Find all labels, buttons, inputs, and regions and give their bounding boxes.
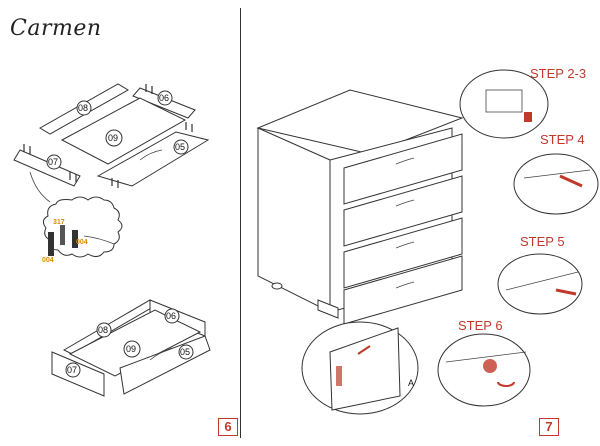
hardware-detail: 317 004 004: [29, 171, 123, 264]
label-circle-09: [105, 129, 123, 147]
chest-of-drawers: [256, 89, 464, 325]
step-4-detail: STEP 4: [513, 132, 599, 215]
label-05: 05: [175, 142, 185, 152]
step-6-detail: STEP 6: [437, 318, 531, 407]
detail-bubble: [42, 196, 123, 258]
brand-logo: Carmen: [10, 16, 102, 41]
label-circle-07-b: [65, 362, 81, 378]
label-07: 07: [48, 157, 58, 167]
wood-dowel-004: [48, 232, 54, 256]
step-5-detail: STEP 5: [497, 234, 583, 315]
label-06: 06: [159, 93, 169, 103]
page-number-6: 6: [218, 418, 238, 436]
label-circle-09-b: [123, 340, 141, 358]
panel-09: [60, 97, 187, 165]
hardware-317: 317: [53, 219, 65, 226]
step-4-circle: [513, 153, 599, 215]
drawer-4: [343, 255, 463, 325]
step-4-arrow: [559, 174, 583, 188]
label-circle-06-b: [164, 308, 180, 324]
step-4-label: STEP 4: [540, 132, 585, 147]
step-6-cam: [483, 359, 497, 373]
drawer-3: [343, 217, 463, 289]
detail-a: A: [301, 321, 419, 415]
panel-07: [13, 149, 81, 187]
label-circle-06: [157, 90, 173, 106]
chest-foot-left: [271, 282, 283, 290]
page-divider: [240, 8, 241, 438]
label-08-b: 08: [98, 325, 108, 335]
label-08: 08: [78, 103, 88, 113]
instruction-page-6: Carmen: [0, 0, 240, 446]
cam-bolt-317: [60, 225, 65, 245]
label-07-b: 07: [67, 365, 77, 375]
step-5-arrow: [555, 288, 577, 296]
hardware-004-a: 004: [76, 239, 88, 246]
detail-a-arrow: [357, 345, 371, 355]
chest-foot: [317, 299, 339, 319]
detail-a-marker: [336, 366, 342, 386]
chest-top: [256, 89, 464, 155]
label-circle-05: [173, 139, 189, 155]
wood-dowel-004-b: [72, 230, 78, 248]
drawer-1: [343, 133, 463, 205]
drawer-2: [343, 175, 463, 247]
exploded-drawer-parts: 08 06 09 05 07: [13, 83, 210, 188]
label-circle-08: [76, 100, 92, 116]
label-05-b: 05: [180, 347, 190, 357]
chest-side: [257, 127, 331, 313]
step-6-rotate-arrow: [497, 381, 515, 387]
step-6-circle: [437, 333, 531, 407]
detail-a-letter: A: [408, 378, 414, 388]
assembled-drawer: 08 06 09 05 07: [51, 299, 211, 397]
step-2-3-detail: STEP 2-3: [459, 66, 586, 139]
step-2-3-marker: [524, 112, 532, 122]
label-06-b: 06: [166, 311, 176, 321]
step-6-label: STEP 6: [458, 318, 503, 333]
page-number-7: 7: [539, 418, 559, 436]
label-circle-07: [46, 154, 62, 170]
label-circle-08-b: [96, 322, 112, 338]
label-circle-05-b: [178, 344, 194, 360]
detail-a-drawer: [329, 327, 401, 411]
label-09: 09: [108, 133, 118, 143]
step-5-circle: [497, 253, 583, 315]
step-2-3-label: STEP 2-3: [530, 66, 586, 81]
label-09-b: 09: [126, 344, 136, 354]
step-5-label: STEP 5: [520, 234, 565, 249]
hardware-004-b: 004: [42, 257, 54, 264]
